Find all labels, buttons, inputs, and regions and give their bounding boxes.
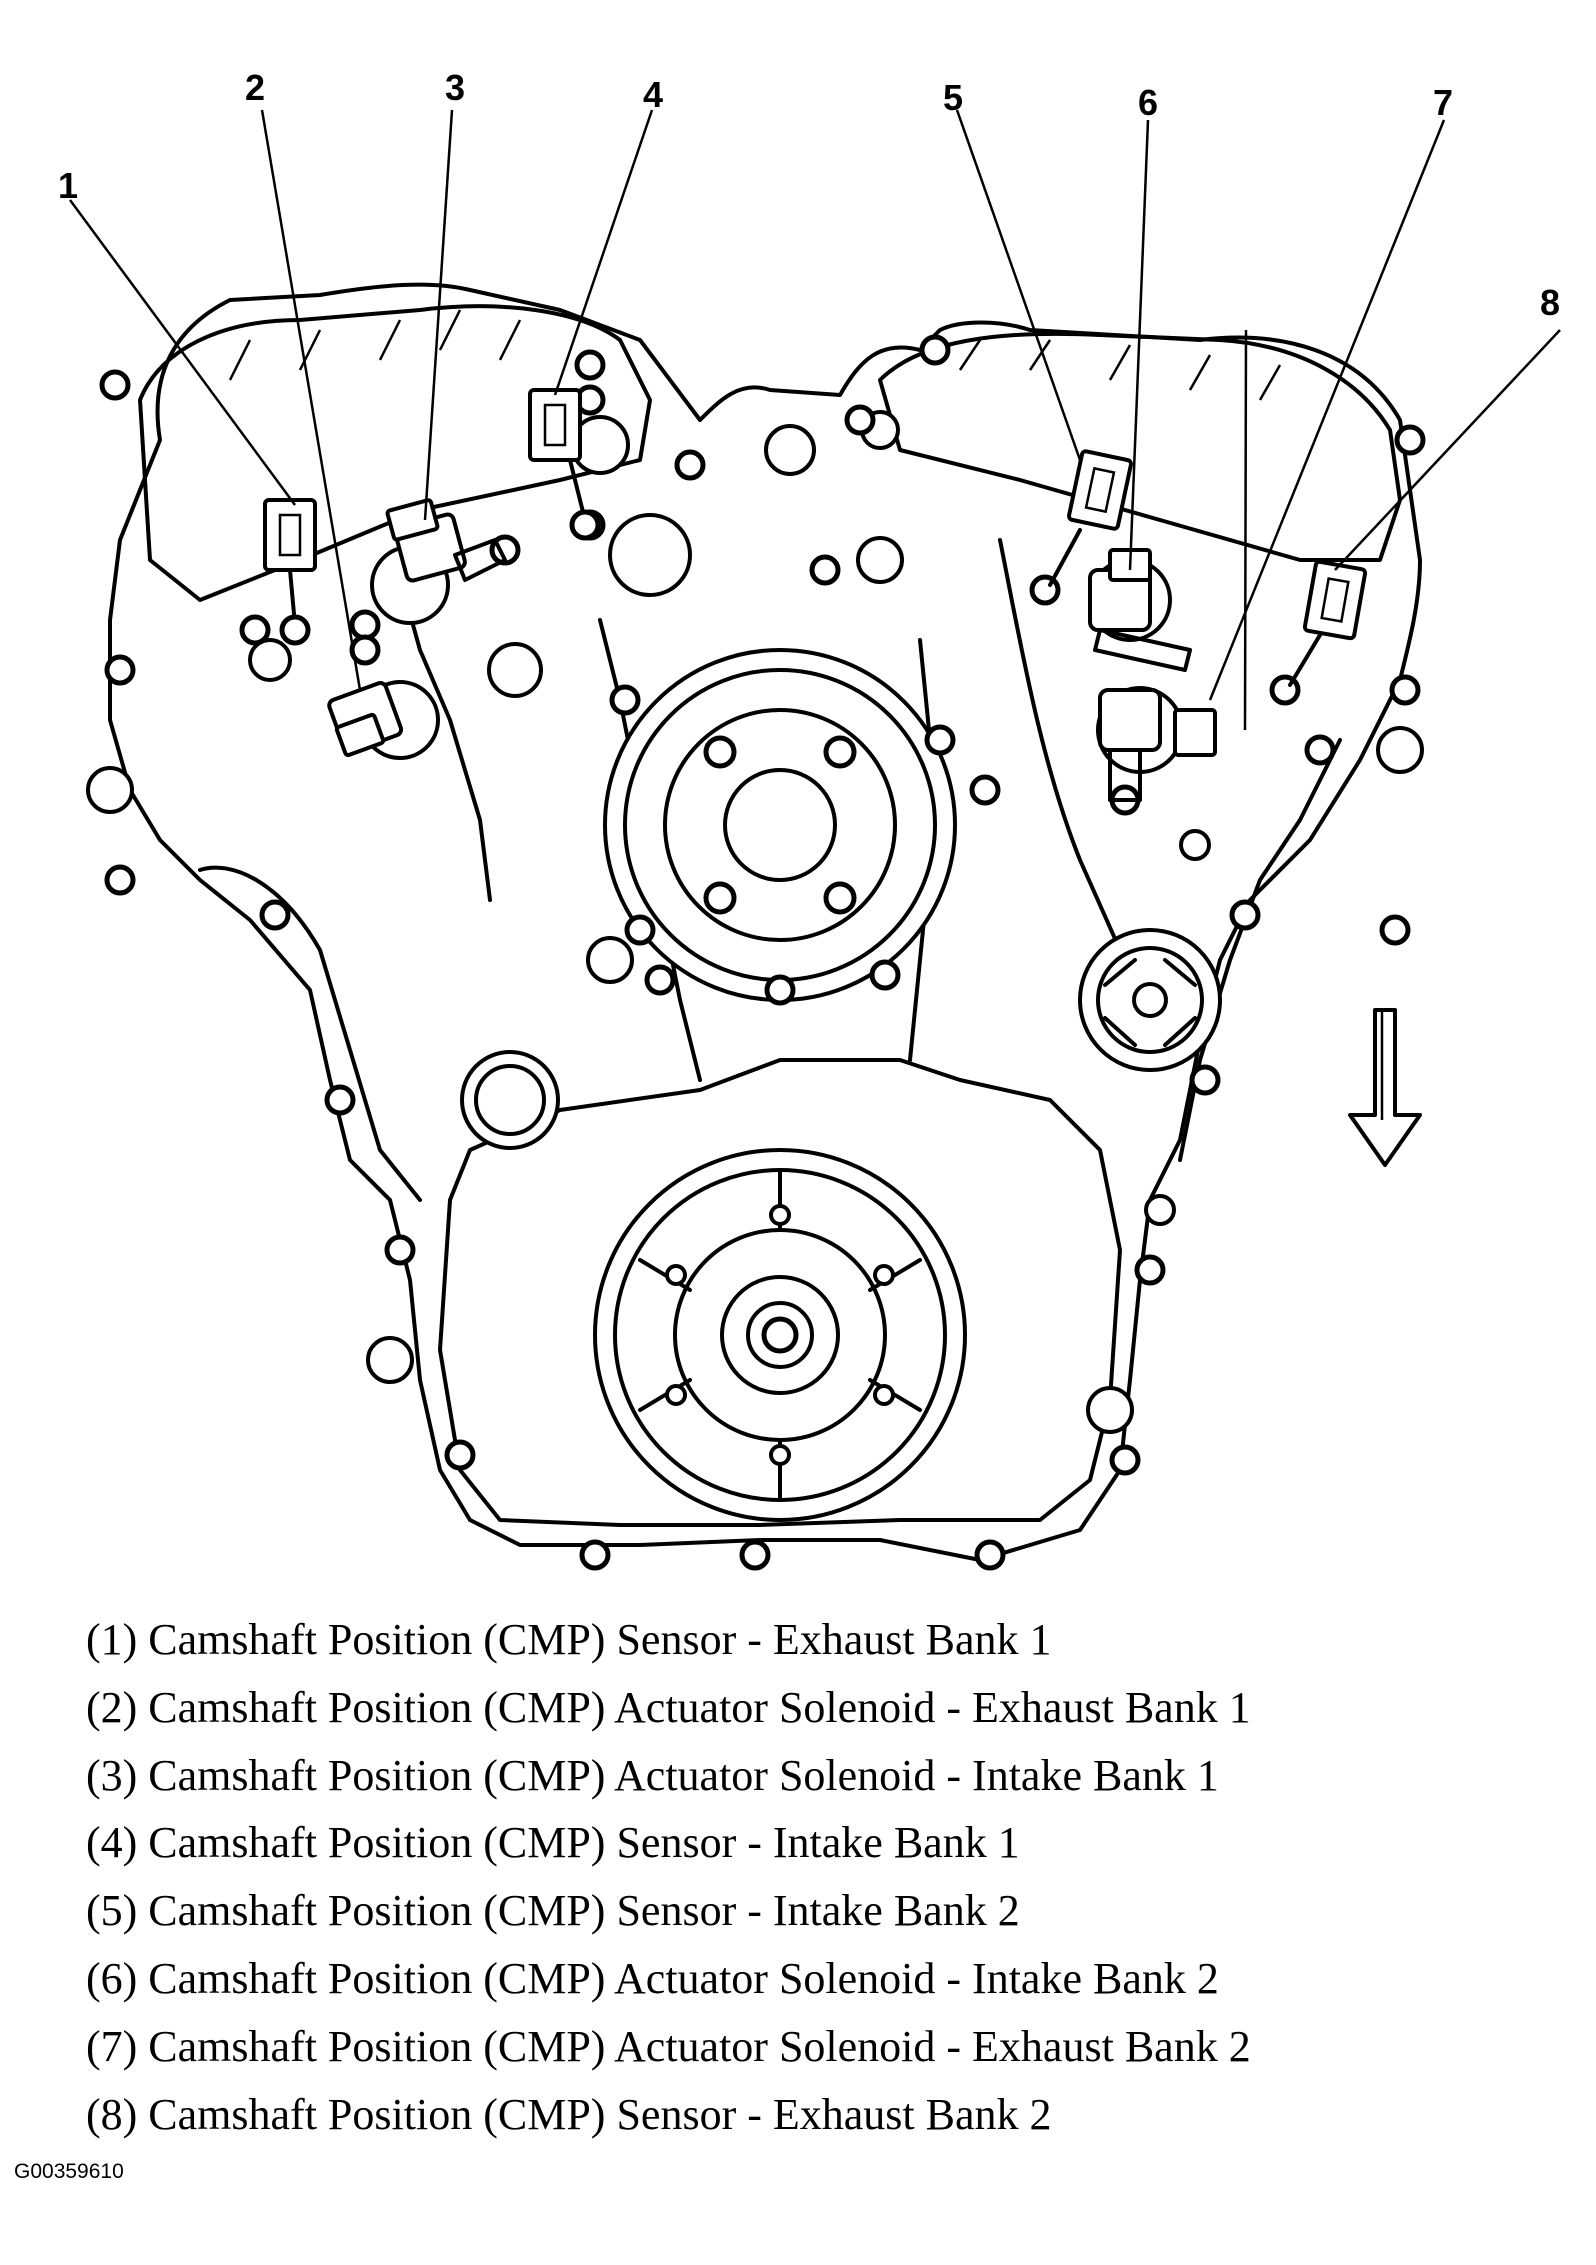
small-opening [366,1336,414,1384]
right-cam-housing [878,331,1402,562]
legend-item-1: (1) Camshaft Position (CMP) Sensor - Exh… [86,1615,1052,1664]
small-opening [1376,726,1424,774]
legend-item-5: (5) Camshaft Position (CMP) Sensor - Int… [86,1886,1020,1936]
crank-damper [593,1148,967,1522]
right-cover-rib-3 [1178,738,1342,1162]
down-arrow-icon [1348,1008,1422,1167]
cmp-actuator-solenoid-exhaust-bank-1 [327,634,404,758]
legend: (1) Camshaft Position (CMP) Sensor - Exh… [86,1606,1546,2148]
cmp-actuator-solenoid-intake-bank-1 [385,498,507,583]
legend-item-6: (6) Camshaft Position (CMP) Actuator Sol… [86,1953,1219,2003]
engine-cover-outline [108,282,1422,1562]
right-cover-rib-2 [998,538,1142,1052]
left-cover-rib [198,865,422,1202]
small-opening [1144,1194,1176,1226]
callout-3: 3 [445,67,465,108]
legend-item-4: (4) Camshaft Position (CMP) Sensor - Int… [86,1818,1020,1868]
cmp-sensor-exhaust-bank-2 [1288,559,1368,687]
callout-6: 6 [1138,82,1158,123]
callout-8: 8 [1540,282,1560,323]
small-opening [586,936,634,984]
legend-item-8: (8) Camshaft Position (CMP) Sensor - Exh… [86,2089,1052,2139]
cmp-sensor-exhaust-bank-1 [263,498,317,646]
small-opening [1086,1386,1134,1434]
left-opening [460,1050,560,1150]
small-opening [608,513,692,597]
callout-7: 7 [1433,82,1453,123]
callout-1: 1 [58,165,78,206]
small-opening [856,536,904,584]
legend-item-3: (3) Camshaft Position (CMP) Actuator Sol… [86,1750,1219,1800]
callout-5: 5 [943,77,963,118]
cmp-sensor-intake-bank-1 [528,388,601,541]
lower-timing-cover [438,1058,1122,1527]
leader-lines [68,109,1561,731]
cover-bolts [99,334,1426,1571]
left-cover-fins [228,309,522,381]
figure-id: G00359610 [14,2160,124,2183]
right-cover-fins [958,339,1282,401]
small-opening [1179,829,1211,861]
cmp-actuator-solenoid-intake-bank-2 [1088,548,1192,672]
cmp-actuator-solenoid-exhaust-bank-2 [1098,688,1217,802]
cmp-sensor-intake-bank-2 [1048,449,1133,587]
small-opening [248,638,292,682]
callout-4: 4 [643,74,663,115]
callout-2: 2 [245,67,265,108]
legend-item-2: (2) Camshaft Position (CMP) Actuator Sol… [86,1682,1251,1732]
small-opening [764,424,816,476]
left-cam-housing [138,304,652,602]
idler-pulley-right [1078,928,1222,1072]
legend-item-7: (7) Camshaft Position (CMP) Actuator Sol… [86,2021,1251,2071]
upper-pulley [603,648,957,1002]
small-opening [487,642,543,698]
small-opening [86,766,134,814]
